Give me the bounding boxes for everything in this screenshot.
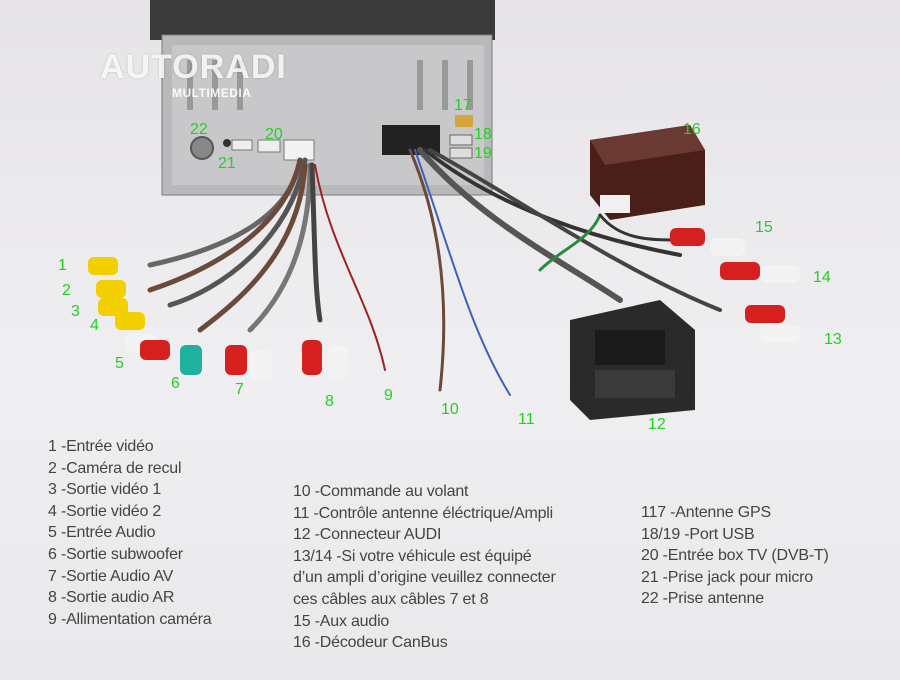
callout-13: 13 <box>824 331 842 348</box>
legend-item: 8 -Sortie audio AR <box>48 589 175 607</box>
callout-12: 12 <box>648 416 666 430</box>
legend-item: 21 -Prise jack pour micro <box>641 568 813 586</box>
callout-11: 11 <box>518 411 535 428</box>
callout-15: 15 <box>755 219 773 236</box>
callout-16: 16 <box>683 121 701 138</box>
legend-item: 3 -Sortie vidéo 1 <box>48 481 162 499</box>
legend-item: d’un ampli d’origine veuillez connecter <box>293 569 556 587</box>
legend-item: 13/14 -Si votre véhicule est équipé <box>293 547 532 565</box>
legend-item: 2 -Caméra de recul <box>48 459 182 477</box>
legend-column-2: 10 -Commande au volant 11 -Contrôle ante… <box>293 481 556 654</box>
legend-item: 16 -Décodeur CanBus <box>293 634 448 652</box>
callout-19: 19 <box>474 145 492 162</box>
cables <box>147 147 722 396</box>
callout-labels: 1 2 3 4 5 6 7 8 9 10 11 12 13 14 15 16 1… <box>58 97 842 430</box>
callout-6: 6 <box>171 375 180 392</box>
callout-20: 20 <box>265 126 283 143</box>
legend-column-1: 1 -Entrée vidéo 2 -Caméra de recul 3 -So… <box>48 436 212 630</box>
legend-item: 20 -Entrée box TV (DVB-T) <box>641 547 829 565</box>
callout-4: 4 <box>90 317 99 334</box>
callout-3: 3 <box>71 303 80 320</box>
legend-item: 5 -Entrée Audio <box>48 524 156 542</box>
rca-plugs <box>88 228 800 380</box>
legend-item: 11 -Contrôle antenne éléctrique/Ampli <box>293 504 554 522</box>
logo-watermark: AUTORADI <box>100 48 287 86</box>
audi-connector <box>570 300 695 420</box>
callout-22: 22 <box>190 121 208 138</box>
callout-2: 2 <box>62 282 71 299</box>
product-photo: 1 2 3 4 5 6 7 8 9 10 11 12 13 14 15 16 1… <box>58 0 842 430</box>
legend-item: 15 -Aux audio <box>293 612 390 630</box>
legend-item: 1 -Entrée vidéo <box>48 438 154 455</box>
callout-1: 1 <box>58 257 67 274</box>
legend-item: 10 -Commande au volant <box>293 483 469 500</box>
legend-item: 4 -Sortie vidéo 2 <box>48 502 162 520</box>
callout-14: 14 <box>813 269 831 286</box>
callout-10: 10 <box>441 401 459 418</box>
logo-watermark-sub: MULTIMEDIA <box>172 86 252 100</box>
callout-8: 8 <box>325 393 334 410</box>
legend-item: 22 -Prise antenne <box>641 590 764 608</box>
legend-item: 7 -Sortie Audio AV <box>48 567 174 585</box>
callout-17: 17 <box>454 97 472 114</box>
callout-9: 9 <box>384 387 393 404</box>
legend-item: ces câbles aux câbles 7 et 8 <box>293 590 489 608</box>
legend-item: 12 -Connecteur AUDI <box>293 526 442 544</box>
callout-5: 5 <box>115 355 124 372</box>
legend-item: 117 -Antenne GPS <box>641 504 771 521</box>
legend-column-3: 117 -Antenne GPS 18/19 -Port USB 20 -Ent… <box>641 502 829 610</box>
legend-item: 9 -Allimentation caméra <box>48 610 212 628</box>
legend-item: 6 -Sortie subwoofer <box>48 545 183 563</box>
legend-item: 18/19 -Port USB <box>641 525 755 543</box>
callout-21: 21 <box>218 155 236 172</box>
callout-18: 18 <box>474 126 492 143</box>
canbus-decoder <box>590 125 705 220</box>
callout-7: 7 <box>235 381 244 398</box>
